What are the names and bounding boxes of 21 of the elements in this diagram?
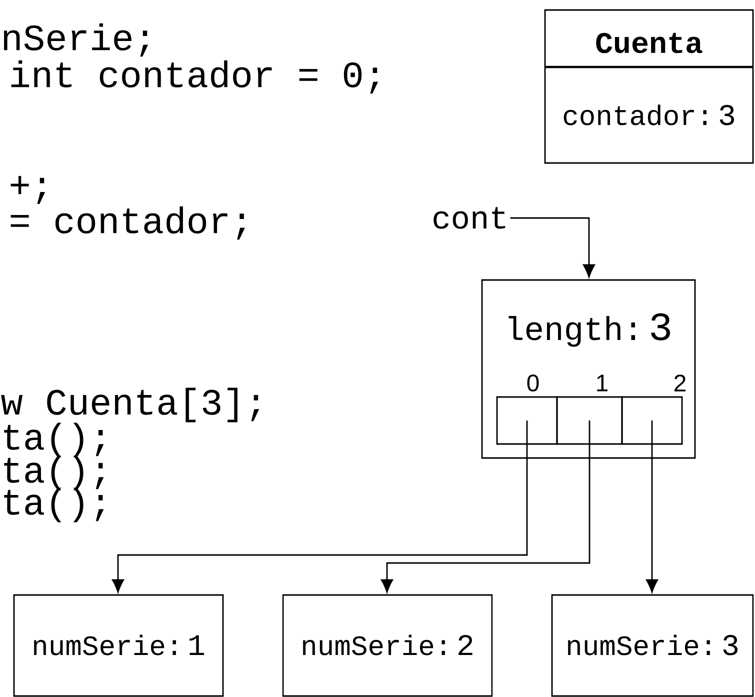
code-line: ta();: [4, 422, 104, 458]
code-line: nSerie;: [4, 23, 148, 57]
array-cell: [621, 396, 683, 445]
object-box: numSerie: 3: [551, 594, 754, 697]
class-box: Cuenta contador: 3: [544, 9, 754, 164]
array-cell: [496, 396, 558, 445]
arrow: [380, 420, 590, 593]
code-line: w Cuenta[3];: [1, 388, 260, 422]
arrow: [646, 420, 658, 593]
index-number: 2: [674, 374, 686, 392]
code-line: +;: [10, 176, 46, 204]
arrow: [510, 217, 596, 278]
array-cell: [556, 396, 623, 445]
arrow: [112, 420, 528, 593]
object-box: numSerie: 1: [13, 594, 224, 697]
code-line: = contador;: [10, 206, 245, 240]
code-line: int contador = 0;: [11, 60, 378, 94]
variable-name: cont: [434, 207, 506, 229]
object-box: numSerie: 2: [282, 594, 493, 697]
index-number: 0: [527, 374, 539, 392]
index-number: 1: [597, 374, 608, 392]
